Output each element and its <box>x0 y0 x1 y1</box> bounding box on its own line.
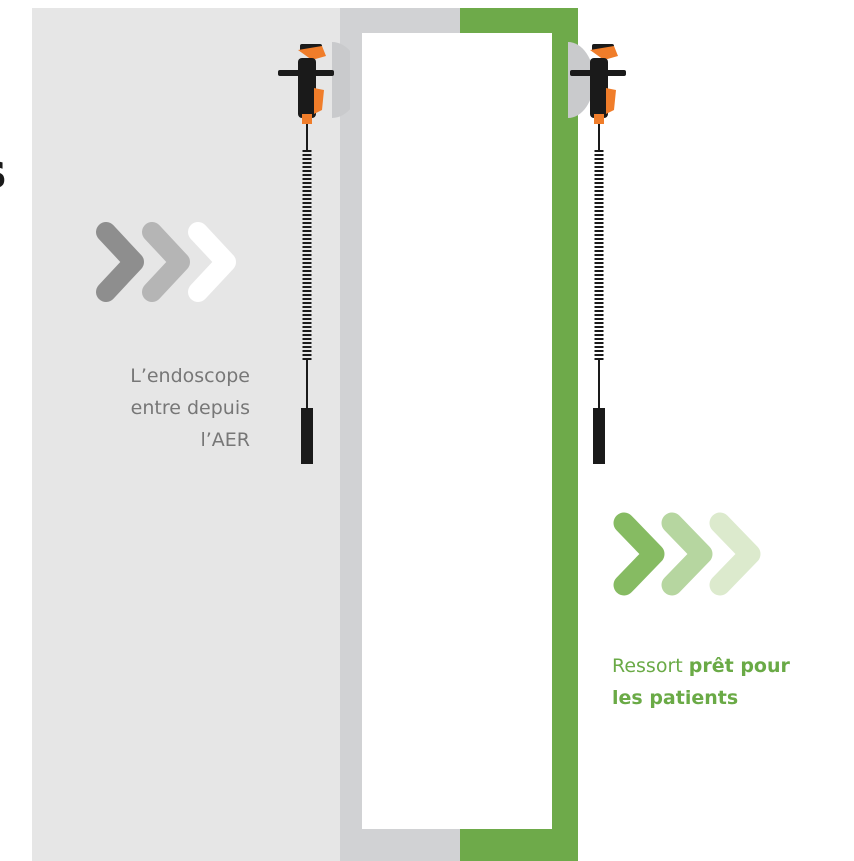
ready-caption-bold-1: prêt pour <box>689 655 790 677</box>
grey-chevron-3 <box>198 232 226 292</box>
entry-caption-line-3: l’AER <box>200 429 250 451</box>
entry-caption-line-1: L’endoscope <box>130 365 250 387</box>
green-chevron-2 <box>672 523 702 585</box>
cropped-heading: s <box>0 142 14 202</box>
green-chevron-1 <box>624 523 654 585</box>
endoscope-icon-right <box>562 30 642 470</box>
grey-chevrons-icon <box>88 220 248 304</box>
grey-chevron-2 <box>152 232 180 292</box>
green-chevron-3 <box>720 523 750 585</box>
ready-caption: Ressort prêt pour les patients <box>612 650 842 714</box>
endoscope-icon-left <box>270 30 350 470</box>
green-chevrons-icon <box>604 510 772 598</box>
ready-caption-normal: Ressort <box>612 655 689 677</box>
ready-caption-bold-2: les patients <box>612 687 738 709</box>
entry-caption: L’endoscope entre depuis l’AER <box>60 360 250 456</box>
grey-chevron-1 <box>106 232 134 292</box>
cropped-heading-text: s <box>0 142 14 202</box>
cabinet-door <box>362 33 552 829</box>
entry-caption-line-2: entre depuis <box>131 397 250 419</box>
